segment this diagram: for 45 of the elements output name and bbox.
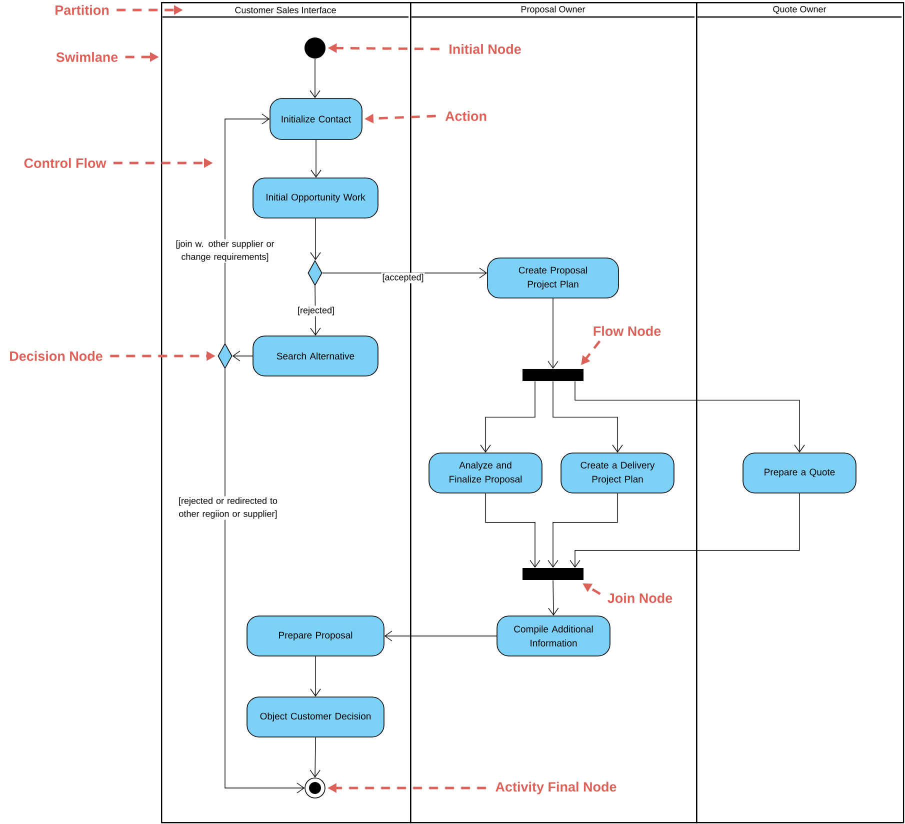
edge-label: [rejected] bbox=[296, 306, 336, 316]
initial-node bbox=[304, 38, 326, 58]
action-box: Initialize Contact bbox=[270, 98, 362, 140]
control-flow-arrow bbox=[570, 493, 800, 568]
edge-label: [accepted] bbox=[381, 272, 425, 284]
annotation-label: Initial Node bbox=[450, 44, 521, 54]
annotation-label: Swimlane bbox=[56, 52, 118, 62]
edge-label: [join w. other supplier or change requirements] bbox=[174, 239, 276, 263]
control-flow-arrow bbox=[574, 380, 805, 453]
action-box: Prepare Proposal bbox=[246, 616, 384, 656]
control-flow-arrow bbox=[548, 580, 559, 616]
action-box: Initial Opportunity Work bbox=[252, 178, 378, 218]
sync-bar bbox=[522, 369, 584, 381]
annotation-label: Action bbox=[445, 111, 486, 121]
edge-label: [rejected or redirected to other regiion or supplier] bbox=[172, 496, 284, 520]
sync-bar bbox=[522, 568, 584, 580]
control-flow-arrow bbox=[310, 218, 321, 260]
annotation-label: Flow Node bbox=[594, 326, 661, 336]
control-flow-arrow bbox=[384, 630, 497, 642]
control-flow-arrow bbox=[322, 268, 488, 278]
annotation-label: Decision Node bbox=[10, 351, 102, 361]
control-flow-arrow bbox=[232, 350, 253, 362]
control-flow-arrow bbox=[552, 380, 623, 453]
action-box: Create Proposal Project Plan bbox=[487, 258, 619, 298]
control-flow-arrow bbox=[310, 140, 322, 178]
action-box: Search Alternative bbox=[252, 336, 378, 376]
control-flow-arrow bbox=[310, 737, 320, 778]
action-box: Compile Additional Information bbox=[496, 616, 610, 656]
action-box: Create a Delivery Project Plan bbox=[560, 452, 674, 494]
action-box: Analyze and Finalize Proposal bbox=[428, 452, 542, 494]
annotation-label: Join Node bbox=[608, 593, 672, 603]
control-flow-arrow bbox=[224, 368, 305, 794]
annotation-label: Activity Final Node bbox=[496, 782, 616, 794]
annotation-label: Control Flow bbox=[24, 158, 106, 168]
annotation-label: Partition bbox=[56, 5, 109, 15]
control-flow-arrow bbox=[310, 656, 321, 697]
control-flow-arrow bbox=[224, 114, 270, 344]
control-flow-arrow bbox=[310, 58, 320, 98]
control-flow-arrow bbox=[548, 493, 618, 568]
action-box: Object Customer Decision bbox=[246, 696, 384, 738]
control-flow-arrow bbox=[480, 380, 536, 453]
final-node bbox=[304, 778, 326, 798]
control-flow-arrow bbox=[548, 298, 558, 369]
action-box: Prepare a Quote bbox=[742, 452, 856, 494]
control-flow-arrow bbox=[485, 493, 540, 568]
